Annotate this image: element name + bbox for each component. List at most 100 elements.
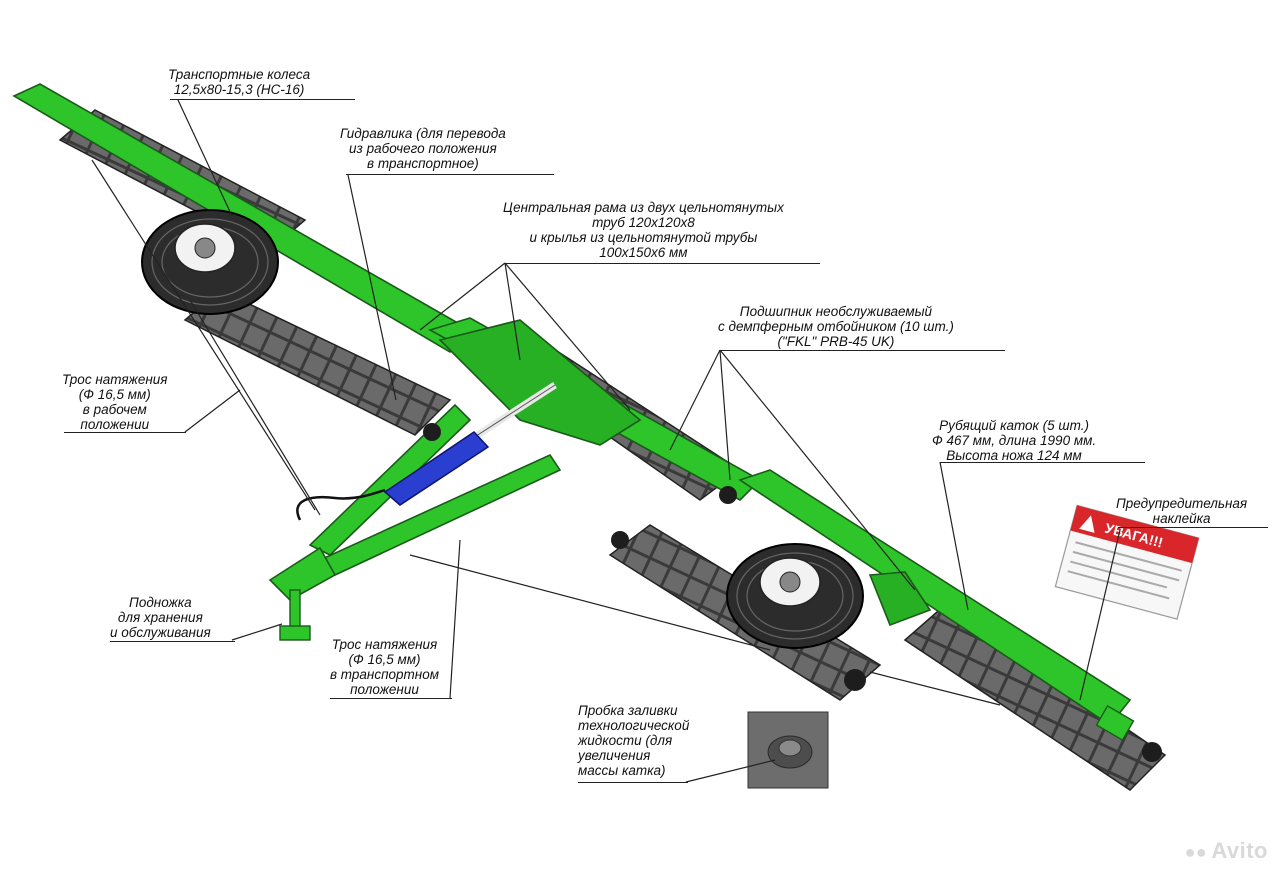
callout-roller-underline — [940, 462, 1145, 463]
cylinder-rod-outline — [469, 384, 556, 441]
callout-sticker-line-1: Предупредительная — [1116, 496, 1248, 511]
leader-frame-3 — [504, 262, 631, 411]
callout-frame-line-4: 100х150х6 мм — [599, 245, 688, 260]
bearing — [423, 423, 441, 441]
callout-roller: Рубящий каток (5 шт.) Ф 467 мм, длина 19… — [932, 418, 1096, 463]
bearing — [1142, 742, 1162, 762]
leader-tension-transport-1 — [449, 539, 461, 699]
callout-wheels-underline — [170, 99, 355, 100]
frame-center-box — [438, 319, 642, 446]
callout-wheels: Транспортные колеса 12,5х80-15,3 (НС-16) — [168, 67, 310, 97]
leader-tension-transport-3 — [869, 671, 1001, 706]
callout-stand: Подножка для хранения и обслуживания — [110, 595, 211, 640]
leader-wheels — [177, 99, 233, 217]
leader-bearing-3 — [719, 349, 916, 591]
leader-tension-work-1 — [184, 389, 241, 433]
frame-right-box — [868, 571, 932, 627]
callout-tension-transport-line-2: (Ф 16,5 мм) — [348, 652, 421, 667]
callout-stand-line-2: для хранения — [117, 610, 203, 625]
callout-tension-work-line-4: положении — [80, 417, 150, 432]
roller-end-plate-right — [1095, 705, 1135, 741]
callout-tension-transport-underline — [330, 698, 452, 699]
callout-tension-work-line-2: (Ф 16,5 мм) — [78, 387, 151, 402]
callout-tension-transport-line-1: Трос натяжения — [331, 637, 438, 652]
callout-stand-line-1: Подножка — [129, 595, 192, 610]
callout-roller-line-2: Ф 467 мм, длина 1990 мм. — [932, 433, 1097, 448]
callout-frame-line-1: Центральная рама из двух цельнотянутых — [503, 200, 784, 215]
filler-plug-inset — [747, 711, 829, 789]
callout-sticker-line-2: наклейка — [1152, 511, 1211, 526]
callout-hydraulics-underline — [346, 174, 554, 175]
callout-plug-line-4: увеличения — [578, 748, 651, 763]
leader-lines — [91, 99, 1121, 783]
callout-bearing-line-1: Подшипник необслуживаемый — [739, 304, 933, 319]
leader-roller — [939, 461, 969, 611]
leader-stand — [231, 623, 283, 641]
leader-hydraulics — [347, 174, 397, 401]
leader-frame-1 — [419, 262, 506, 331]
frame-right-wing — [738, 469, 1132, 727]
warning-triangle-icon — [1079, 515, 1095, 533]
callout-hydraulics-line-1: Гидравлика (для перевода — [340, 126, 506, 141]
callout-stand-line-3: и обслуживания — [110, 625, 211, 640]
leader-bearing-1 — [669, 349, 721, 451]
callout-wheels-line-2: 12,5х80-15,3 (НС-16) — [173, 82, 305, 97]
callout-tension-work-line-1: Трос натяжения — [62, 372, 168, 387]
callout-sticker-underline — [1118, 527, 1268, 528]
callout-bearing: Подшипник необслуживаемый с демпферным о… — [718, 304, 954, 349]
callout-roller-line-3: Высота ножа 124 мм — [946, 448, 1082, 463]
callout-hydraulics-line-2: из рабочего положения — [349, 141, 497, 156]
avito-watermark: ●●Avito — [1185, 838, 1268, 864]
callout-frame-line-2: труб 120х120х8 — [592, 215, 695, 230]
hydraulic-cylinder — [383, 382, 557, 506]
callout-plug-line-1: Пробка заливки — [578, 703, 678, 718]
callout-roller-line-1: Рубящий каток (5 шт.) — [939, 418, 1089, 433]
leader-sticker — [1079, 529, 1121, 701]
bearings — [423, 423, 1162, 762]
callout-hydraulics: Гидравлика (для перевода из рабочего пол… — [340, 126, 506, 171]
callout-tension-transport: Трос натяжения (Ф 16,5 мм) в транспортно… — [330, 637, 439, 697]
callout-plug-line-5: массы катка) — [578, 763, 666, 778]
callout-tension-work: Трос натяжения (Ф 16,5 мм) в рабочем пол… — [62, 372, 168, 432]
callout-bearing-line-2: с демпферным отбойником (10 шт.) — [718, 319, 954, 334]
transport-wheel-right — [726, 543, 864, 649]
leader-plug — [685, 759, 776, 783]
roller-section-right-end — [903, 604, 1167, 791]
leader-bearing-2 — [719, 349, 731, 481]
callout-plug-line-3: жидкости (для — [578, 733, 673, 748]
stand-leg — [289, 589, 301, 629]
leader-frame-2 — [504, 262, 521, 361]
callout-bearing-line-3: ("FKL" PRB-45 UK) — [777, 334, 895, 349]
callout-stand-underline — [110, 641, 235, 642]
avito-watermark-text: Avito — [1211, 838, 1268, 863]
bearing — [611, 531, 629, 549]
stand-foot — [279, 625, 311, 641]
bearing — [719, 486, 737, 504]
leader-tension-work-3 — [189, 299, 321, 516]
callout-tension-work-line-3: в рабочем — [82, 402, 147, 417]
leader-tension-work-2 — [91, 159, 316, 511]
leader-tension-transport-2 — [409, 554, 771, 651]
bearing — [844, 669, 866, 691]
callout-frame-underline — [505, 263, 820, 264]
callout-hydraulics-line-3: в транспортное) — [367, 156, 479, 171]
callout-tension-transport-line-3: в транспортном — [330, 667, 439, 682]
callout-bearing-underline — [720, 350, 1005, 351]
callout-wheels-line-1: Транспортные колеса — [168, 67, 311, 82]
callout-plug: Пробка заливки технологической жидкости … — [578, 703, 689, 778]
avito-logo-icon: ●● — [1184, 842, 1208, 862]
cylinder-body — [383, 431, 490, 506]
warning-sticker: УВАГА!!! — [1054, 504, 1200, 620]
callout-tension-transport-line-4: положении — [350, 682, 419, 697]
callout-frame-line-3: и крылья из цельнотянутой трубы — [529, 230, 758, 245]
callout-plug-line-2: технологической — [578, 718, 690, 733]
hydraulic-hoses — [296, 488, 386, 521]
callout-frame: Центральная рама из двух цельнотянутых т… — [503, 200, 784, 260]
callout-tension-work-underline — [64, 432, 186, 433]
drawbar-left-arm — [308, 403, 472, 556]
callout-sticker: Предупредительная наклейка — [1116, 496, 1247, 526]
drawbar-tongue — [268, 546, 337, 601]
transport-wheel-left — [141, 209, 279, 315]
